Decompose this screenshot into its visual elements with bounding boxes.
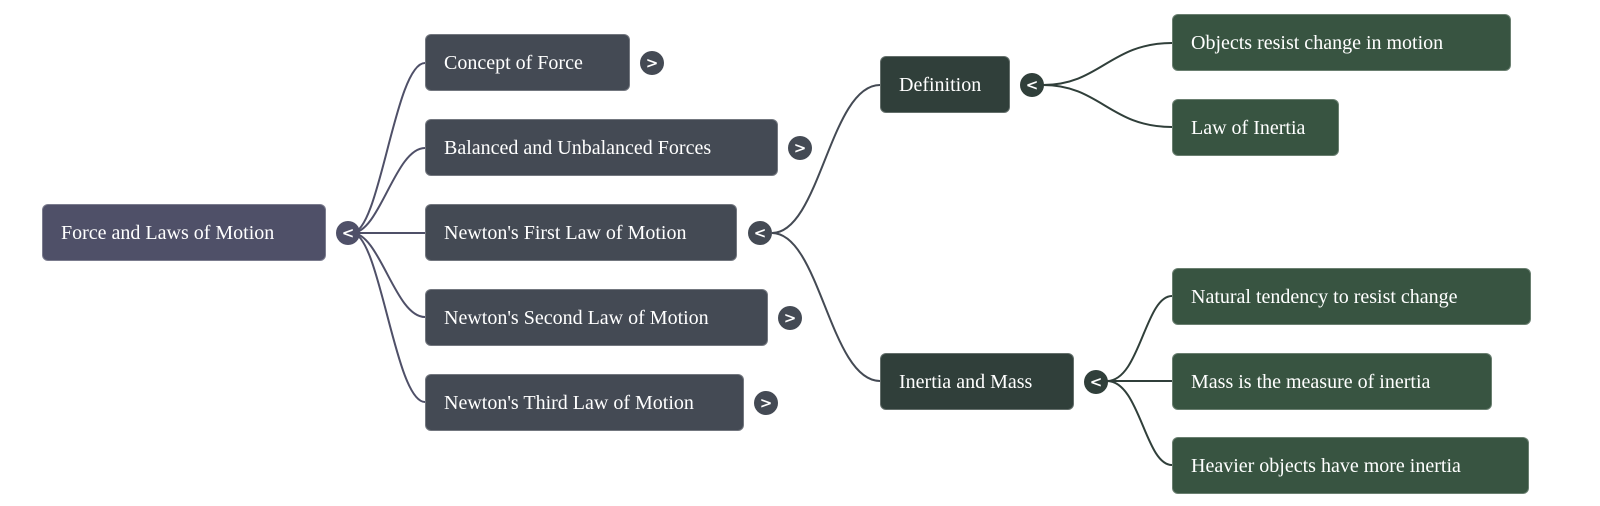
expand-toggle-icon[interactable]: > (788, 136, 812, 160)
edge-root-third-law (351, 232, 426, 403)
edge-definition-law (1042, 84, 1173, 128)
expand-toggle-icon[interactable]: > (778, 306, 802, 330)
node-second-law[interactable]: Newton's Second Law of Motion (425, 289, 768, 346)
node-law-of-inertia[interactable]: Law of Inertia (1172, 99, 1339, 156)
collapse-toggle-icon[interactable]: < (1084, 370, 1108, 394)
root-node[interactable]: Force and Laws of Motion (42, 204, 326, 261)
edge-root-concept (351, 62, 426, 234)
expand-toggle-icon[interactable]: > (640, 51, 664, 75)
edge-first-law-inertia (771, 232, 881, 382)
edge-root-balanced (351, 147, 426, 234)
node-concept-of-force[interactable]: Concept of Force (425, 34, 630, 91)
collapse-toggle-icon[interactable]: < (1020, 73, 1044, 97)
node-first-law[interactable]: Newton's First Law of Motion (425, 204, 737, 261)
node-definition[interactable]: Definition (880, 56, 1010, 113)
edge-inertia-heavier (1106, 380, 1173, 466)
expand-toggle-icon[interactable]: > (754, 391, 778, 415)
node-natural-tendency[interactable]: Natural tendency to resist change (1172, 268, 1531, 325)
edge-root-second-law (351, 232, 426, 318)
edge-first-law-definition (771, 84, 881, 234)
edge-definition-objects (1042, 42, 1173, 86)
collapse-toggle-icon[interactable]: < (748, 221, 772, 245)
node-heavier-objects[interactable]: Heavier objects have more inertia (1172, 437, 1529, 494)
node-mass-measure[interactable]: Mass is the measure of inertia (1172, 353, 1492, 410)
node-inertia-and-mass[interactable]: Inertia and Mass (880, 353, 1074, 410)
node-third-law[interactable]: Newton's Third Law of Motion (425, 374, 744, 431)
node-balanced-forces[interactable]: Balanced and Unbalanced Forces (425, 119, 778, 176)
node-objects-resist-change[interactable]: Objects resist change in motion (1172, 14, 1511, 71)
edge-inertia-natural (1106, 295, 1173, 382)
collapse-toggle-icon[interactable]: < (336, 221, 360, 245)
